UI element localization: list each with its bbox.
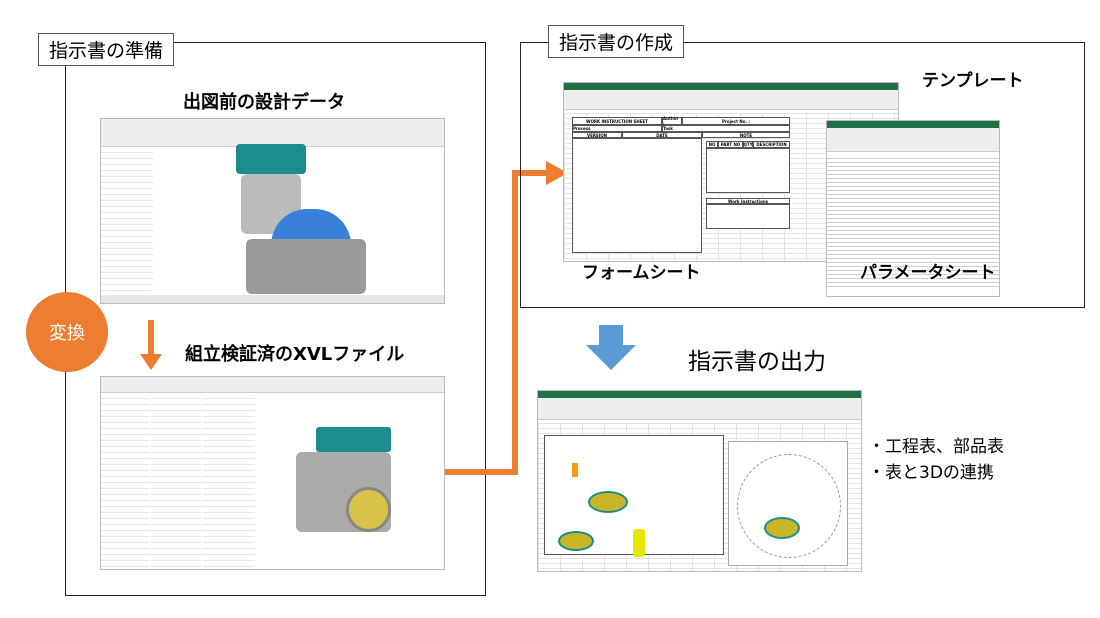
cad-screenshot bbox=[100, 118, 445, 304]
sheet-qty: QTY bbox=[743, 141, 753, 148]
sheet-work-instructions: Work Instructions bbox=[706, 198, 790, 204]
sheet-task: Task bbox=[662, 125, 790, 132]
prep-label: 指示書の準備 bbox=[38, 33, 175, 66]
xvl-screenshot bbox=[100, 376, 445, 570]
output-bullet: ・表と3Dの連携 bbox=[868, 463, 994, 483]
form-sheet-label: フォームシート bbox=[582, 263, 701, 283]
sheet-title: WORK INSTRUCTION SHEET bbox=[572, 117, 662, 125]
parameter-sheet-screenshot bbox=[826, 120, 1000, 297]
param-sheet-label: パラメータシート bbox=[860, 263, 996, 283]
xvl-file-heading: 組立検証済のXVLファイル bbox=[185, 344, 405, 365]
sheet-process: Process bbox=[572, 125, 662, 132]
sheet-date: DATE bbox=[622, 132, 702, 138]
create-frame bbox=[520, 42, 1085, 308]
output-arrow-icon bbox=[586, 325, 636, 370]
part-icon bbox=[588, 491, 628, 513]
design-data-heading: 出図前の設計データ bbox=[183, 92, 345, 113]
output-screenshot bbox=[537, 390, 862, 572]
convert-label: 変換 bbox=[49, 323, 85, 344]
create-label: 指示書の作成 bbox=[548, 25, 685, 58]
sheet-project: Project No. : bbox=[682, 117, 790, 125]
flow-arrow-icon bbox=[445, 161, 568, 475]
template-heading: テンプレート bbox=[922, 71, 1024, 91]
sheet-no: NO bbox=[706, 141, 718, 148]
drill-icon bbox=[633, 529, 645, 557]
viewer-window bbox=[728, 441, 848, 566]
convert-badge: 変換 bbox=[26, 292, 108, 372]
orange-up-arrow-icon bbox=[572, 463, 578, 477]
convert-arrow-icon bbox=[140, 320, 162, 370]
output-bullet: ・工程表、部品表 bbox=[868, 437, 1004, 457]
sheet-image-area bbox=[572, 138, 702, 253]
sheet-version: VERSION bbox=[572, 132, 622, 138]
sheet-author: Author : bbox=[662, 116, 682, 126]
engine-head-icon bbox=[236, 144, 306, 174]
xvl-engine-icon bbox=[316, 427, 391, 452]
sheet-description: DESCRIPTION bbox=[753, 141, 790, 148]
sheet-note: NOTE bbox=[702, 132, 790, 138]
output-title: 指示書の出力 bbox=[688, 349, 826, 375]
sheet-part-no: PART NO bbox=[718, 141, 743, 148]
